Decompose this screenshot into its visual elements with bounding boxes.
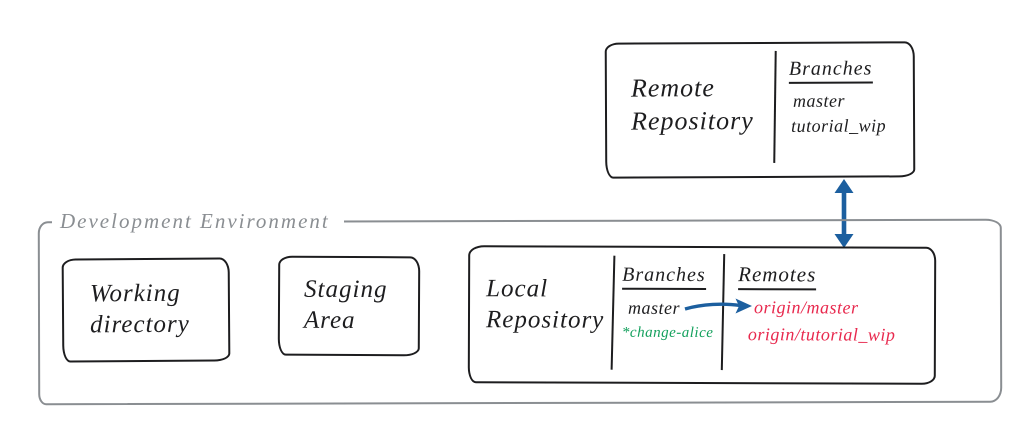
local-remotes-header: Remotes xyxy=(738,262,817,291)
development-environment-label: Development Environment xyxy=(52,206,344,236)
remote-repository-title: Remote Repository xyxy=(630,73,754,136)
working-directory-title: Working directory xyxy=(89,279,190,339)
remote-ref-origin-tutorial-wip: origin/tutorial_wip xyxy=(747,324,896,345)
remote-box-divider xyxy=(773,50,778,163)
local-branch-change-alice: *change-alice xyxy=(621,324,714,342)
working-directory-box: Working directory xyxy=(61,257,231,363)
remote-branch-tutorial-wip: tutorial_wip xyxy=(791,115,887,136)
local-branches-header: Branches xyxy=(622,263,706,291)
local-remotes-column: Remotes origin/master origin/tutorial_wi… xyxy=(738,262,896,346)
remote-ref-origin-master: origin/master xyxy=(753,297,859,318)
staging-area-box: Staging Area xyxy=(277,255,421,357)
local-repository-title: Local Repository xyxy=(485,275,605,334)
tracking-arrow-icon xyxy=(684,298,752,314)
remote-branches-column: Branches master tutorial_wip xyxy=(788,57,887,136)
remote-branches-header: Branches xyxy=(788,57,873,84)
remote-branch-master: master xyxy=(792,90,846,111)
remote-repository-box: Remote Repository Branches master tutori… xyxy=(604,41,916,179)
staging-area-title: Staging Area xyxy=(303,275,388,335)
sync-arrow-icon xyxy=(834,179,854,248)
